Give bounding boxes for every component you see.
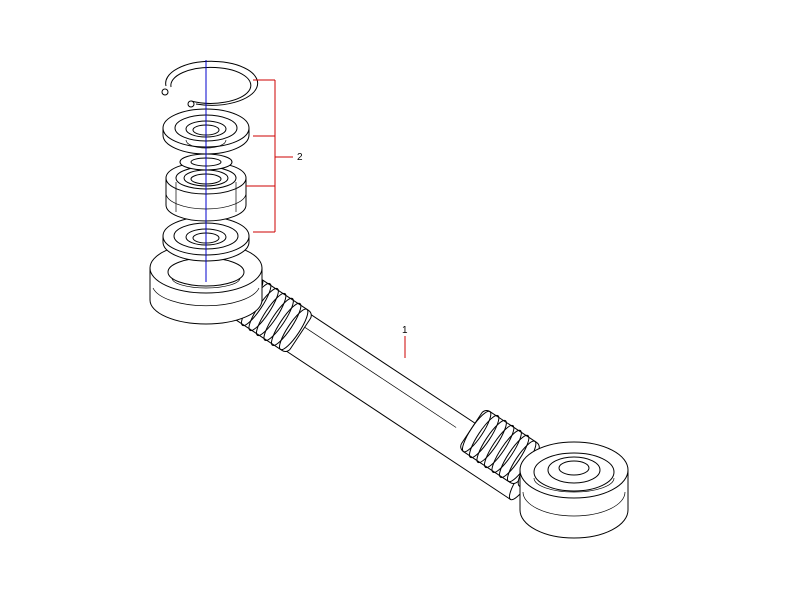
lower-eye-housing <box>519 441 629 539</box>
callout-labels: 1 2 <box>297 152 408 336</box>
callout-leaders <box>246 79 406 358</box>
snap-ring <box>161 60 259 108</box>
rod-assembly <box>149 242 629 539</box>
callout-label-1: 1 <box>402 325 408 336</box>
callout-label-2: 2 <box>297 152 303 163</box>
exploded-bearing-stack <box>161 60 259 262</box>
